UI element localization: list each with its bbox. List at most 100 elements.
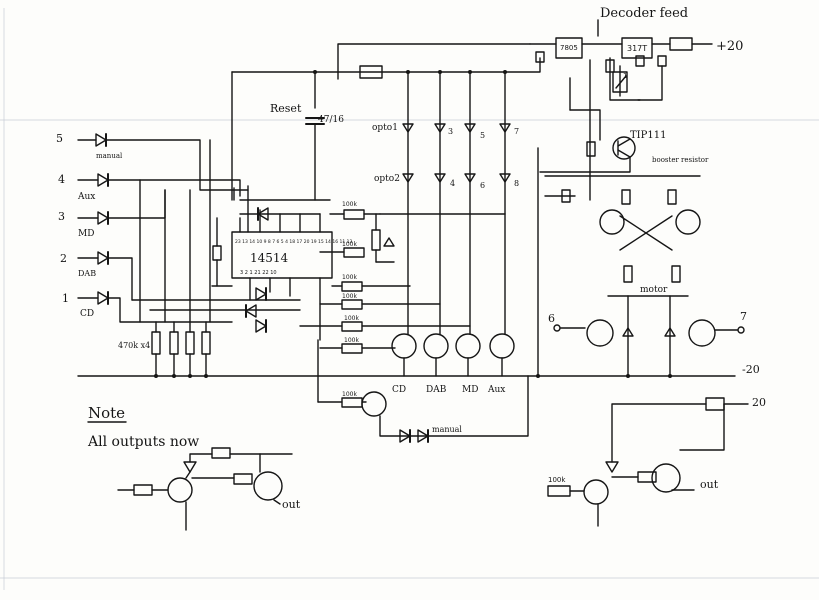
adj-resistor-2	[657, 55, 667, 67]
note-transistor-2	[253, 471, 283, 501]
pulldown-bank-label: 470k x4	[118, 341, 150, 350]
regulator-7805	[555, 37, 583, 59]
manual-led	[399, 429, 411, 443]
inset-resistor	[705, 397, 725, 411]
supply-positive-label: +20	[716, 39, 743, 54]
tip111-label: TIP111	[630, 130, 666, 141]
manual-feedback: manual	[361, 375, 529, 443]
pulldown-resistor-1	[151, 331, 161, 355]
opto-led-2	[402, 173, 414, 183]
bridge-resistor-left	[621, 189, 631, 205]
led-number-8: 8	[514, 179, 519, 188]
input-4-name: Aux	[77, 192, 95, 202]
node-6-label: 6	[548, 312, 555, 325]
motor-label: motor	[640, 285, 668, 295]
pot-label: 1	[623, 72, 627, 80]
led-number-4: 4	[450, 179, 455, 188]
inset-supply-label: 20	[752, 396, 766, 409]
ic-resistor	[212, 245, 222, 261]
regulator-317	[621, 37, 653, 59]
driver-label-aux: Aux	[487, 385, 505, 395]
input-5-diode	[95, 133, 107, 147]
note-body: All outputs now	[87, 434, 199, 450]
input-3-name: MD	[78, 229, 94, 239]
ic-pins-bottom: 3 2 1 21 22 10	[240, 270, 277, 276]
pulldown-resistor-4	[201, 331, 211, 355]
input-3-diode	[97, 211, 109, 225]
note-input-resistor	[133, 484, 153, 496]
input-resistor	[669, 37, 693, 51]
driver-transistor-aux	[489, 333, 515, 359]
note-base-resistor	[233, 473, 253, 485]
input-5-number: 5	[56, 132, 63, 145]
resistor-100k-6	[341, 343, 363, 354]
note-led-resistor	[211, 447, 231, 459]
ic-diode-mid-2	[245, 304, 257, 318]
input-channel-3: 3 MD	[58, 189, 166, 239]
input-2-diode	[97, 251, 109, 265]
motor-bridge: motor 6 7 -20	[544, 175, 760, 377]
opto-led-1	[402, 123, 414, 133]
inset-transistor-1	[583, 479, 609, 505]
resistor-100k-1-label: 100k	[342, 201, 357, 208]
note-title: Note	[88, 404, 125, 422]
supply-negative-label: -20	[742, 363, 760, 376]
opto-led-3	[434, 123, 446, 133]
led-number-5: 5	[480, 131, 485, 140]
driver-transistors: CD DAB MD Aux	[391, 213, 515, 395]
decoder-feed-title: Decoder feed	[600, 6, 688, 21]
note-led	[183, 461, 197, 473]
input-2-name: DAB	[78, 269, 96, 278]
resistor-100k-2	[343, 247, 365, 258]
input-channel-5: 5 manual	[56, 132, 249, 191]
input-channel-1: 1 CD	[62, 291, 233, 323]
resistor-100k-2-label: 100k	[342, 241, 357, 248]
resistor-100k-3	[341, 281, 363, 292]
cap-7805-in	[535, 51, 545, 63]
opto2-label: opto2	[374, 174, 400, 184]
feedback-resistor	[371, 229, 381, 251]
driver-transistor-md	[455, 333, 481, 359]
driver-label-cd: CD	[392, 385, 406, 395]
input-4-diode	[97, 173, 109, 187]
manual-transistor	[361, 391, 387, 417]
reset-label: Reset	[270, 102, 302, 115]
driver-label-md: MD	[462, 385, 478, 395]
node-7-label: 7	[740, 310, 747, 323]
regulator-section: 7805 317T Decoder feed +20 1	[529, 6, 743, 141]
bridge-resistor-lower-left	[623, 265, 633, 283]
ic-diode-mid-3	[255, 319, 267, 333]
booster-resistor	[586, 141, 596, 157]
regulator-7805-label: 7805	[560, 44, 578, 52]
junction-dots	[154, 70, 672, 378]
opto-led-8	[499, 173, 511, 183]
inset-circuit: 20 out	[569, 396, 766, 527]
bridge-resistor-lower-right	[671, 265, 681, 283]
input-channel-2: 2 DAB	[60, 251, 133, 301]
input-3-number: 3	[58, 210, 65, 223]
led-number-3: 3	[448, 127, 453, 136]
resistor-100k-7	[341, 397, 363, 408]
base-resistors: 100k 100k 100k 100k 100k 100k 100k 100k	[299, 201, 571, 497]
opto-led-7	[499, 123, 511, 133]
input-1-number: 1	[62, 292, 69, 305]
inset-led	[605, 461, 619, 473]
pulldown-resistor-3	[185, 331, 195, 355]
note-section: Note All outputs now out	[87, 404, 301, 531]
note-transistor-1	[167, 477, 193, 503]
resistor-100k-8-label: 100k	[548, 476, 566, 484]
ic-14514-label: 14514	[250, 251, 289, 265]
manual-feedback-label: manual	[432, 425, 462, 434]
opto-led-array: opto1 opto2 3 5 7 4 6 8	[359, 65, 519, 215]
regulator-317-label: 317T	[627, 44, 647, 53]
input-5-name: manual	[96, 152, 123, 160]
resistor-100k-5-label: 100k	[344, 315, 359, 322]
input-channel-4: 4 Aux	[58, 173, 241, 202]
resistor-100k-5	[341, 321, 363, 332]
resistor-100k-1	[343, 209, 365, 220]
ic-diode-mid-1	[255, 287, 267, 301]
driver-label-dab: DAB	[426, 385, 447, 395]
bridge-transistor-bottom-left	[586, 319, 614, 347]
ic-pins-top: 23 13 14 10 9 8 7 6 5 4 18 17 20 19 15 1…	[235, 239, 353, 245]
